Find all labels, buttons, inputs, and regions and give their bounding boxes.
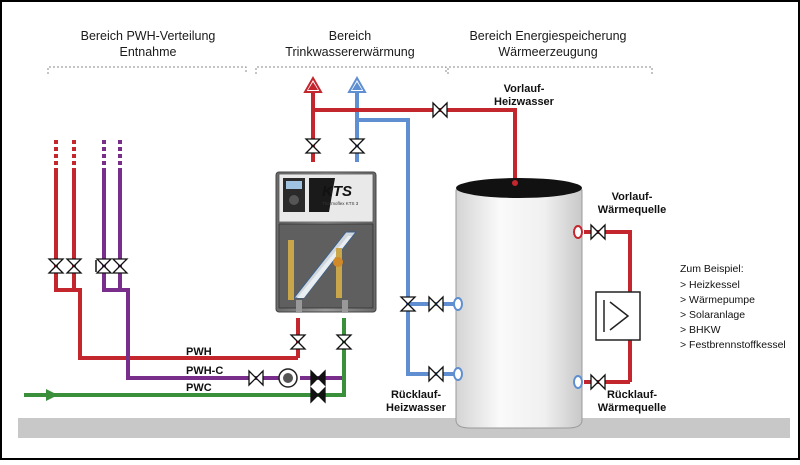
pipe-hot-risers <box>54 138 76 172</box>
label-vorlauf-waermequelle: Vorlauf- Wärmequelle <box>598 191 666 216</box>
section-header-storage: Bereich Energiespeicherung Wärmeerzeugun… <box>469 29 626 59</box>
svg-text:Wärmeerzeugung: Wärmeerzeugung <box>498 45 597 59</box>
storage-tank <box>455 178 583 429</box>
gate-valve-icon <box>65 258 83 274</box>
label-pwh-c: PWH-C <box>186 365 223 377</box>
gate-valve-icon <box>111 258 129 274</box>
svg-text:Trinkwassererwärmung: Trinkwassererwärmung <box>285 45 414 59</box>
tank-ports <box>453 225 583 389</box>
gate-valve-icon <box>432 101 448 119</box>
section-header-pwh: Bereich PWH-Verteilung Entnahme <box>81 29 216 59</box>
pump-icon <box>278 368 298 388</box>
example-title: Zum Beispiel: <box>680 263 744 275</box>
svg-text:Bereich Energiespeicherung: Bereich Energiespeicherung <box>469 29 626 43</box>
gate-valve-icon <box>248 369 264 387</box>
example-item: > Wärmepumpe <box>680 294 755 306</box>
example-list: Zum Beispiel: > Heizkessel > Wärmepumpe … <box>680 263 786 351</box>
svg-text:Rücklauf-: Rücklauf- <box>391 389 441 401</box>
station-model: Thermoflex KTS 3 <box>322 201 359 206</box>
label-pwc: PWC <box>186 382 212 394</box>
gate-valve-icon <box>348 138 366 154</box>
pipe-hot <box>54 92 632 382</box>
valves <box>47 101 606 404</box>
flow-arrow-icon <box>46 389 58 401</box>
pipe-circulation-risers <box>102 138 122 172</box>
gate-valve-icon <box>47 258 65 274</box>
outlet-arrows <box>303 75 367 93</box>
station-logo: KTS <box>322 183 352 200</box>
gate-valve-icon <box>289 334 307 350</box>
gate-valve-icon <box>428 295 444 313</box>
label-ruecklauf-waermequelle: Rücklauf- Wärmequelle <box>598 389 666 414</box>
example-item: > BHKW <box>680 324 721 336</box>
check-valve-icon <box>310 369 326 387</box>
svg-text:Wärmequelle: Wärmequelle <box>598 204 666 216</box>
svg-text:Heizwasser: Heizwasser <box>494 96 555 108</box>
gate-valve-icon <box>335 334 353 350</box>
example-item: > Solaranlage <box>680 309 745 321</box>
label-vorlauf-heizwasser: Vorlauf- Heizwasser <box>494 83 555 108</box>
gate-valve-icon <box>95 258 113 274</box>
svg-text:Bereich: Bereich <box>329 29 371 43</box>
svg-text:Wärmequelle: Wärmequelle <box>598 402 666 414</box>
example-item: > Heizkessel <box>680 279 740 291</box>
label-ruecklauf-heizwasser: Rücklauf- Heizwasser <box>386 389 447 414</box>
svg-text:Entnahme: Entnahme <box>120 45 177 59</box>
gate-valve-icon <box>428 365 444 383</box>
example-item: > Festbrennstoffkessel <box>680 339 786 351</box>
svg-text:Vorlauf-: Vorlauf- <box>504 83 545 95</box>
label-pwh: PWH <box>186 346 212 358</box>
svg-text:Rücklauf-: Rücklauf- <box>607 389 657 401</box>
svg-text:Bereich PWH-Verteilung: Bereich PWH-Verteilung <box>81 29 216 43</box>
section-header-tww: Bereich Trinkwassererwärmung <box>285 29 414 59</box>
gate-valve-icon <box>590 223 606 241</box>
gate-valve-icon <box>304 138 322 154</box>
svg-text:Heizwasser: Heizwasser <box>386 402 447 414</box>
gate-valve-icon <box>590 373 606 391</box>
floor <box>18 418 790 438</box>
section-brackets <box>47 66 653 74</box>
check-valve-icon <box>310 386 326 404</box>
svg-text:Vorlauf-: Vorlauf- <box>612 191 653 203</box>
heat-exchanger-icon <box>595 291 641 341</box>
kts-station: KTS Thermoflex KTS 3 <box>275 171 377 313</box>
gate-valve-icon <box>399 296 417 312</box>
